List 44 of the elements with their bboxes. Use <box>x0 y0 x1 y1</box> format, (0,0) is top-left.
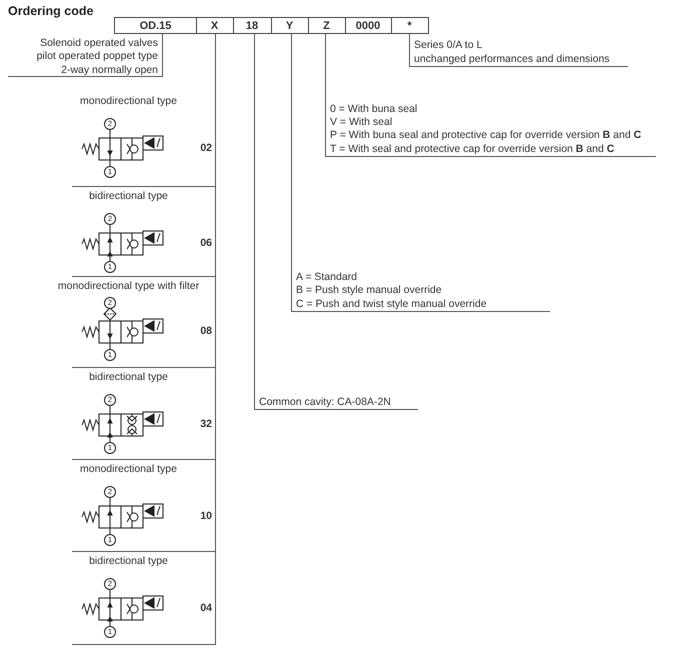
leader-line <box>325 34 326 158</box>
option-code: 32 <box>200 418 212 432</box>
row-title: monodirectional type <box>79 95 178 108</box>
description-block <box>8 36 163 77</box>
option-code: 06 <box>200 237 212 250</box>
option-text: Common cavity: CA-08A-2N <box>259 396 392 409</box>
option-text: B = Push style manual override <box>296 284 443 298</box>
option-list <box>409 37 628 67</box>
option-text: T = With seal and protective cap for override version B and C <box>330 142 616 156</box>
option-list <box>291 271 550 312</box>
option-text: Solenoid operated valves <box>39 37 158 50</box>
row-title: bidirectional type <box>88 555 169 568</box>
option-text: P = With buna seal and protective cap for override version B and C <box>330 129 642 143</box>
row-title: bidirectional type <box>88 371 169 384</box>
option-text: A = Standard <box>296 271 358 284</box>
heading: Ordering code <box>8 4 94 18</box>
code-field: * <box>391 17 429 34</box>
option-text: 2-way normally open <box>60 64 158 77</box>
code-field: X <box>196 17 234 34</box>
code-field: OD.15 <box>114 17 197 34</box>
row-title: monodirectional type <box>79 463 178 476</box>
leader-line <box>215 34 216 646</box>
leader-line <box>254 34 255 410</box>
leader-line <box>409 34 410 68</box>
row-title: monodirectional type with filter <box>56 280 200 294</box>
leader-line <box>162 34 163 78</box>
option-list <box>254 394 418 410</box>
option-code: 10 <box>200 510 212 524</box>
option-code: 02 <box>200 142 212 156</box>
option-text: pilot operated poppet type <box>36 50 158 64</box>
option-text: C = Push and twist style manual override <box>296 298 488 311</box>
row-title: bidirectional type <box>88 190 169 204</box>
option-text: unchanged performances and dimensions <box>414 52 611 66</box>
code-field: 18 <box>233 17 272 34</box>
code-field: 0000 <box>345 17 392 34</box>
option-text: Series 0/A to L <box>414 39 484 53</box>
code-field: Y <box>271 17 309 34</box>
leader-line <box>291 34 292 312</box>
option-text: 0 = With buna seal <box>330 102 418 116</box>
code-field: Z <box>308 17 346 34</box>
option-list <box>325 102 656 157</box>
option-code: 04 <box>200 602 212 616</box>
option-text: V = With seal <box>330 116 394 130</box>
option-code: 08 <box>200 325 212 338</box>
